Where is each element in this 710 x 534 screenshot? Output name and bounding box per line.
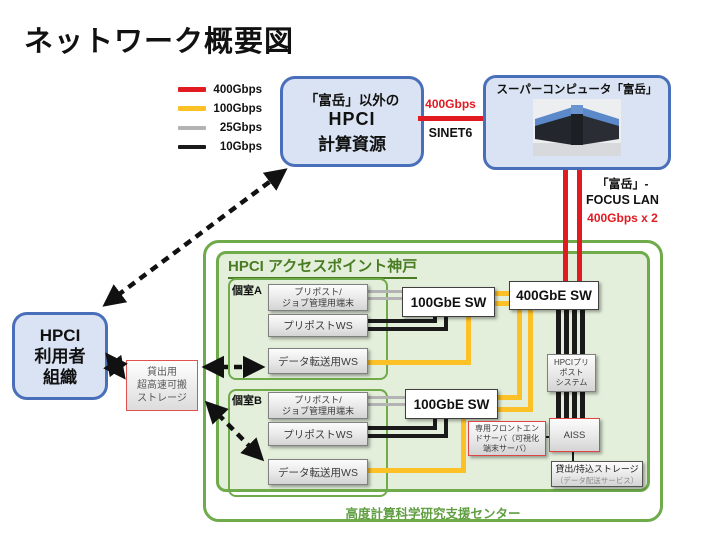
aiss-label: AISS	[563, 429, 586, 441]
legend-label-400gbps: 400Gbps	[213, 83, 262, 96]
legend: 400Gbps 100Gbps 25Gbps 10Gbps	[178, 80, 262, 156]
link-terminal-a-sw100a-2	[368, 297, 402, 300]
hpci-prepost-system-box: HPCIプリ ポスト システム	[547, 354, 596, 392]
link-prepostws-b-sw100b-2h	[368, 434, 448, 438]
focus-lan-label: 「富岳」- FOCUS LAN 400Gbps x 2	[580, 176, 665, 226]
link-fugaku-sw400-1	[563, 161, 568, 282]
link-sw100a-sw400-2	[495, 301, 510, 306]
link-fugaku-sw400-2	[577, 161, 582, 282]
frontend-server-line1: 専用フロントエン	[475, 423, 539, 433]
compute-resources-line3: 計算資源	[318, 134, 386, 154]
prepost-ws-a-label: プリポストWS	[283, 320, 353, 332]
link-aiss-storageio	[572, 452, 574, 462]
link-terminal-b-sw100b-1	[368, 396, 405, 399]
aiss-box: AISS	[549, 418, 600, 452]
frontend-server-box: 専用フロントエン ドサーバ（可視化 端末サーバ）	[468, 421, 546, 456]
link-prepostws-a-sw100a-2v	[444, 316, 448, 331]
fugaku-title: スーパーコンピュータ「富岳」	[496, 84, 658, 96]
terminal-b-box: プリポスト/ ジョブ管理用端末	[268, 392, 368, 419]
portable-storage-line2: 超高速可搬	[137, 380, 187, 391]
prepost-ws-b-box: プリポストWS	[268, 422, 368, 446]
legend-label-10gbps: 10Gbps	[219, 140, 262, 153]
link-prepostws-b-sw100b-2v	[444, 418, 448, 438]
legend-item-10gbps: 10Gbps	[178, 137, 262, 156]
portable-storage-box: 貸出用 超高速可搬 ストレージ	[126, 360, 198, 411]
compute-resources-line1: 「富岳」以外の	[304, 92, 400, 108]
legend-swatch-10gbps	[178, 144, 206, 149]
dashed-arrow-userorg-storage	[103, 352, 128, 380]
switch-100gbe-a: 100GbE SW	[402, 287, 495, 317]
legend-swatch-100gbps	[178, 106, 206, 111]
link-sw100a-sw400-1	[495, 291, 510, 296]
frontend-server-line3: 端末サーバ）	[483, 443, 531, 453]
legend-label-100gbps: 100Gbps	[213, 102, 262, 115]
prepost-ws-a-box: プリポストWS	[268, 314, 368, 337]
compute-resources-line2: HPCI	[328, 108, 376, 129]
room-a-label: 個室A	[232, 285, 262, 297]
portable-storage-line3: ストレージ	[137, 393, 187, 404]
legend-item-25gbps: 25Gbps	[178, 118, 262, 137]
support-center-label: 高度計算科学研究支援センター	[345, 507, 521, 521]
storage-io-line1: 貸出/持込ストレージ	[555, 464, 639, 474]
link-prepostws-a-sw100a-1h	[368, 319, 437, 323]
room-b-label: 個室B	[232, 395, 262, 407]
fugaku-photo	[533, 99, 621, 156]
sinet6-speed-label: 400Gbps	[425, 97, 476, 111]
switch-400gbe: 400GbE SW	[509, 281, 599, 310]
user-org-line3: 組織	[43, 367, 77, 387]
data-transfer-ws-b-label: データ転送用WS	[278, 466, 358, 479]
terminal-a-line2: ジョブ管理用端末	[281, 297, 354, 308]
compute-resources-box: 「富岳」以外の HPCI 計算資源	[280, 76, 424, 167]
link-prepostws-a-sw100a-1v	[433, 316, 437, 323]
hpci-prepost-system-line3: システム	[555, 378, 588, 387]
portable-storage-line1: 貸出用	[147, 367, 177, 378]
hpci-prepost-system-line2: ポスト	[559, 368, 584, 377]
legend-swatch-25gbps	[178, 125, 206, 130]
prepost-ws-b-label: プリポストWS	[283, 428, 353, 441]
storage-io-line2: （データ配送サービス）	[555, 476, 639, 485]
page-title: ネットワーク概要図	[24, 26, 295, 58]
link-dataws-b-sw100b-v	[461, 418, 466, 473]
focus-lan-speed-label: 400Gbps x 2	[587, 211, 658, 225]
link-dataws-b-sw100b-h	[368, 468, 466, 473]
legend-swatch-400gbps	[178, 87, 206, 92]
link-frontend-aiss	[545, 436, 550, 438]
storage-io-box: 貸出/持込ストレージ （データ配送サービス）	[551, 461, 643, 487]
link-terminal-b-sw100b-2	[368, 403, 405, 406]
legend-item-100gbps: 100Gbps	[178, 99, 262, 118]
link-prepostws-a-sw100a-2h	[368, 327, 448, 331]
link-dataws-a-sw100a-h	[368, 360, 471, 365]
legend-item-400gbps: 400Gbps	[178, 80, 262, 99]
terminal-b-line2: ジョブ管理用端末	[281, 405, 354, 416]
hpci-prepost-system-line1: HPCIプリ	[553, 358, 590, 367]
sinet6-link-line	[418, 116, 483, 121]
link-dataws-a-sw100a-v	[466, 316, 471, 365]
link-prepostws-b-sw100b-1h	[368, 426, 437, 430]
user-org-line1: HPCI	[39, 325, 81, 345]
switch-100gbe-b: 100GbE SW	[405, 389, 498, 419]
link-terminal-a-sw100a-1	[368, 290, 402, 293]
focus-lan-line1: 「富岳」-	[596, 177, 649, 191]
access-point-title: HPCI アクセスポイント神戸	[228, 255, 418, 279]
link-sw400-sw100b-1v	[517, 309, 522, 400]
fugaku-box: スーパーコンピュータ「富岳」	[483, 75, 671, 170]
terminal-a-box: プリポスト/ ジョブ管理用端末	[268, 284, 368, 311]
link-prepostws-b-sw100b-1v	[433, 418, 437, 430]
data-transfer-ws-b-box: データ転送用WS	[268, 459, 368, 485]
data-transfer-ws-a-box: データ転送用WS	[268, 348, 368, 374]
user-org-box: HPCI 利用者 組織	[12, 312, 108, 400]
link-sw400-sw100b-1h	[498, 395, 522, 400]
terminal-b-line1: プリポスト/	[294, 394, 342, 405]
focus-lan-line2: FOCUS LAN	[586, 193, 659, 207]
frontend-server-line2: ドサーバ（可視化	[475, 433, 539, 443]
terminal-a-line1: プリポスト/	[294, 286, 342, 297]
legend-label-25gbps: 25Gbps	[219, 121, 262, 134]
link-sw400-sw100b-2v	[528, 309, 533, 412]
link-sw400-sw100b-2h	[498, 407, 533, 412]
sinet6-name-label: SINET6	[428, 126, 473, 140]
data-transfer-ws-a-label: データ転送用WS	[278, 355, 358, 368]
user-org-line2: 利用者	[34, 346, 86, 366]
